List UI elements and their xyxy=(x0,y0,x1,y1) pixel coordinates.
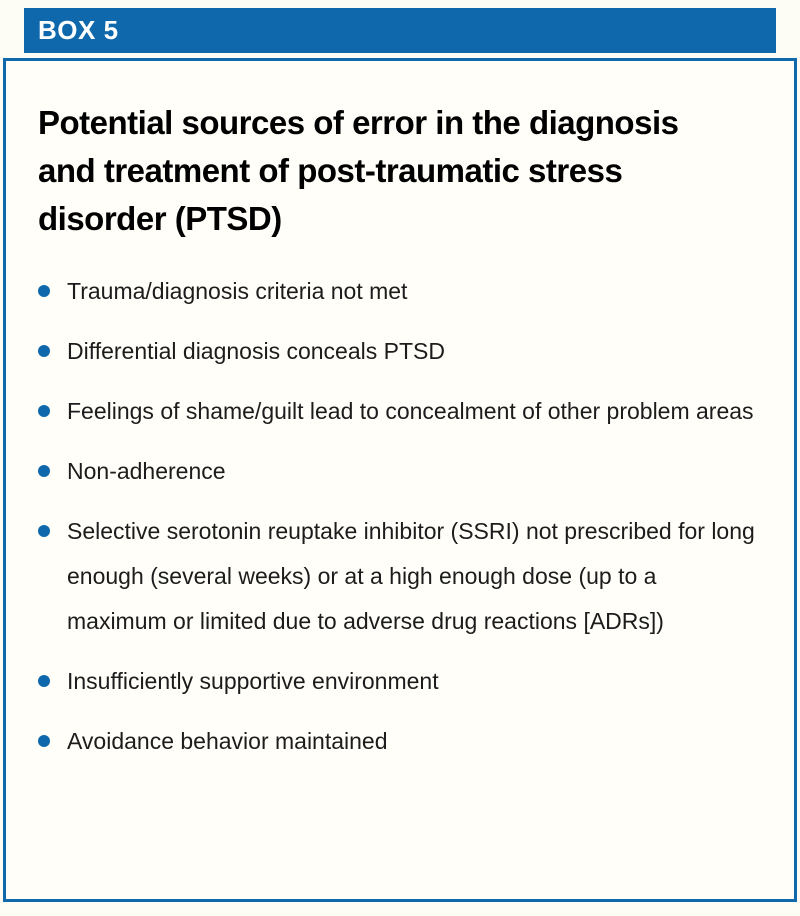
list-item: Insufficiently supportive environment xyxy=(38,659,764,704)
box-content: Potential sources of error in the diagno… xyxy=(3,58,797,902)
bullet-icon xyxy=(38,465,50,477)
list-item: Trauma/diagnosis criteria not met xyxy=(38,269,764,314)
list-item-text: Selective serotonin reuptake inhibitor (… xyxy=(67,518,755,634)
bullet-list: Trauma/diagnosis criteria not met Differ… xyxy=(38,269,764,764)
list-item-text: Differential diagnosis conceals PTSD xyxy=(67,338,445,364)
list-item-text: Trauma/diagnosis criteria not met xyxy=(67,278,408,304)
list-item-text: Insufficiently supportive environment xyxy=(67,668,439,694)
list-item: Non-adherence xyxy=(38,449,764,494)
list-item-text: Avoidance behavior maintained xyxy=(67,728,388,754)
bullet-icon xyxy=(38,285,50,297)
box-label: BOX 5 xyxy=(38,15,119,45)
list-item: Differential diagnosis conceals PTSD xyxy=(38,329,764,374)
list-item: Avoidance behavior maintained xyxy=(38,719,764,764)
bullet-icon xyxy=(38,525,50,537)
bullet-icon xyxy=(38,735,50,747)
list-item-text: Non-adherence xyxy=(67,458,226,484)
list-item: Feelings of shame/guilt lead to concealm… xyxy=(38,389,764,434)
box-header: BOX 5 xyxy=(24,8,776,53)
box-figure: BOX 5 Potential sources of error in the … xyxy=(0,8,800,902)
bullet-icon xyxy=(38,675,50,687)
list-item: Selective serotonin reuptake inhibitor (… xyxy=(38,509,764,644)
bullet-icon xyxy=(38,345,50,357)
box-title: Potential sources of error in the diagno… xyxy=(38,104,679,237)
list-item-text: Feelings of shame/guilt lead to concealm… xyxy=(67,398,754,424)
bullet-icon xyxy=(38,405,50,417)
